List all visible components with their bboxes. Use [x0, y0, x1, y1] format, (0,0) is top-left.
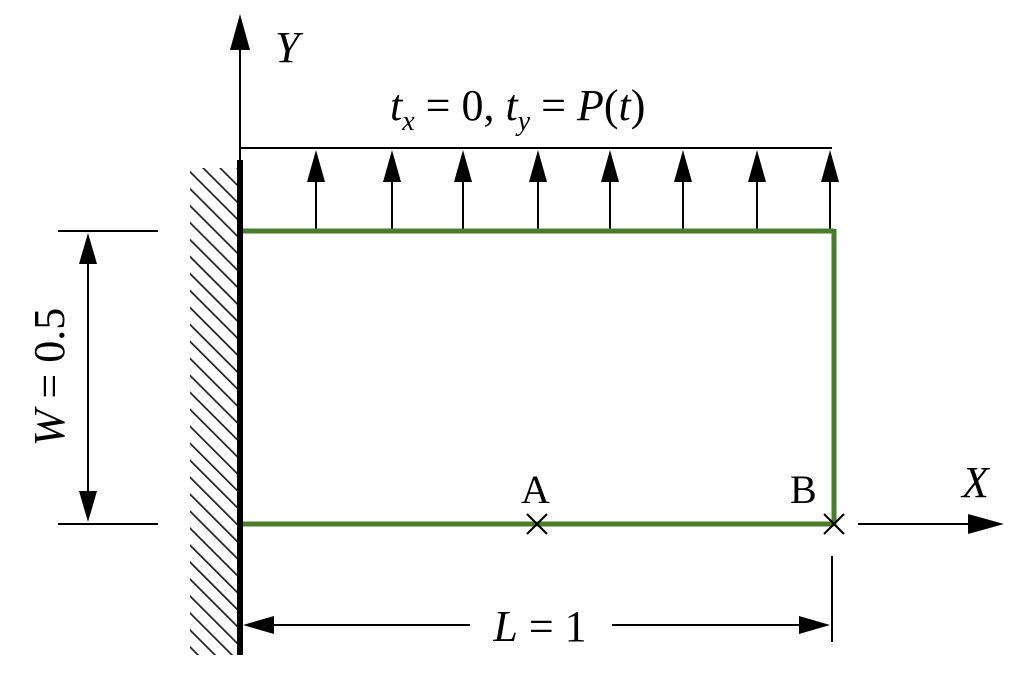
traction-label: tx = 0, ty = P(t)	[390, 81, 645, 137]
x-axis: X	[858, 458, 1004, 534]
y-axis: Y	[230, 14, 304, 160]
load-arrow	[529, 150, 547, 229]
width-value: = 0.5	[25, 308, 74, 410]
width-dimension: W = 0.5	[25, 230, 158, 525]
distributed-load	[240, 147, 839, 229]
point-b-marker	[823, 513, 845, 535]
tx-equation: = 0,	[415, 81, 506, 130]
load-paren-close: )	[631, 81, 646, 130]
width-arrow-bottom	[79, 491, 97, 522]
width-symbol: W	[25, 406, 74, 446]
load-paren-open: (	[604, 81, 619, 130]
width-arrow-top	[79, 233, 97, 264]
point-a-label: A	[521, 467, 550, 512]
point-b: B	[790, 467, 845, 535]
load-arrow	[601, 150, 619, 229]
ty-subscript: y	[515, 106, 531, 137]
length-dimension: L = 1	[243, 556, 833, 651]
load-function: P	[576, 81, 604, 130]
load-arrow	[748, 150, 766, 229]
length-arrow-left	[243, 616, 274, 634]
tx-subscript: x	[401, 106, 415, 137]
beam	[243, 228, 837, 527]
ty-equation: =	[530, 81, 577, 130]
y-axis-label: Y	[275, 23, 304, 72]
length-label: L = 1	[492, 602, 586, 651]
point-a-marker	[526, 513, 548, 535]
x-axis-label: X	[960, 458, 991, 507]
load-arrow	[674, 150, 692, 229]
load-arrow	[383, 150, 401, 229]
length-arrow-right	[799, 616, 830, 634]
x-axis-arrowhead	[968, 514, 1004, 534]
length-value: = 1	[518, 602, 587, 651]
wall-hatching	[190, 168, 240, 655]
load-arrow	[821, 150, 839, 229]
length-symbol: L	[492, 602, 517, 651]
load-arrow	[307, 150, 325, 229]
load-arrow	[454, 150, 472, 229]
point-b-label: B	[790, 467, 817, 512]
y-axis-arrowhead	[230, 14, 250, 50]
point-a: A	[521, 467, 550, 535]
load-argument: t	[619, 81, 633, 130]
width-label: W = 0.5	[25, 308, 74, 446]
tx-symbol: t	[390, 81, 404, 130]
ty-symbol: t	[506, 81, 520, 130]
fixed-support	[190, 160, 243, 655]
